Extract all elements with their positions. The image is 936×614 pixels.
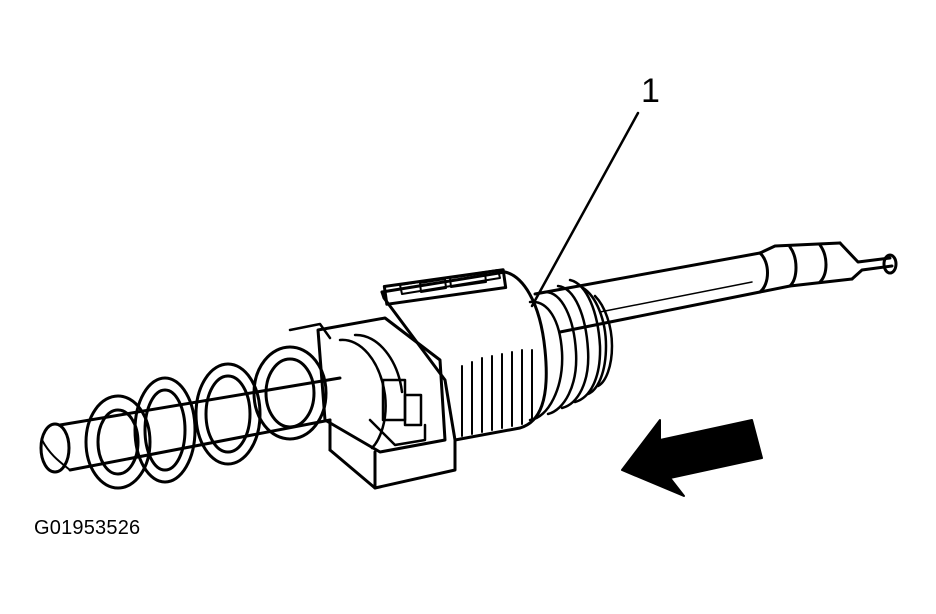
spring <box>84 345 328 490</box>
figure-code: G01953526 <box>34 517 141 539</box>
left-arrow-icon <box>621 419 763 497</box>
threaded-section <box>528 278 614 422</box>
callout-leader-line <box>530 111 640 308</box>
shaft-right-end <box>533 241 898 334</box>
lock-housing <box>380 268 548 442</box>
switch-connector-block <box>288 316 457 490</box>
shaft-left-end <box>39 376 342 474</box>
callout-number: 1 <box>641 72 660 110</box>
